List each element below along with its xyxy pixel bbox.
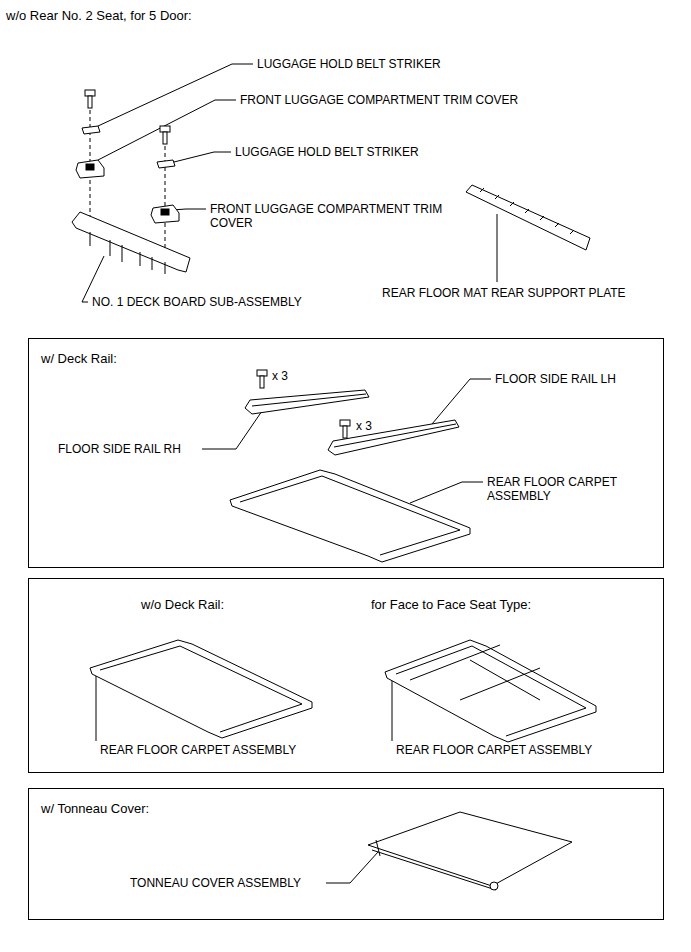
part-label: LUGGAGE HOLD BELT STRIKER	[235, 145, 419, 159]
deck-board	[72, 212, 190, 274]
trim-covers	[76, 160, 104, 178]
side-rails	[245, 390, 369, 414]
leader-lines	[96, 675, 97, 741]
deck-board	[72, 212, 190, 272]
leader-lines	[326, 852, 378, 883]
part-label: FLOOR SIDE RAIL RH	[58, 442, 181, 456]
carpets	[460, 668, 540, 700]
leader-lines	[82, 64, 497, 883]
trim-covers	[161, 209, 169, 215]
deck-board	[110, 240, 111, 256]
side-rails	[245, 390, 459, 455]
deck-board	[122, 245, 123, 262]
support-plate	[555, 223, 559, 227]
leader-lines	[202, 411, 262, 449]
support-plate	[510, 202, 514, 206]
support-plate	[540, 216, 544, 220]
carpets	[470, 660, 540, 700]
support-plate	[480, 188, 484, 192]
side-rails	[328, 420, 459, 455]
part-label: x 3	[356, 419, 372, 433]
part-label: FLOOR SIDE RAIL LH	[495, 372, 616, 386]
part-label: TONNEAU COVER ASSEMBLY	[130, 876, 301, 890]
bolts	[260, 376, 264, 388]
panel-heading: w/ Tonneau Cover:	[41, 801, 149, 816]
bolts	[85, 90, 350, 438]
part-label: NO. 1 DECK BOARD SUB-ASSEMBLY	[92, 295, 302, 309]
part-label: REAR FLOOR CARPET ASSEMBLY	[100, 743, 296, 757]
strikers	[82, 126, 100, 134]
trim-covers	[151, 205, 179, 223]
side-rails	[252, 394, 366, 406]
panel-heading: w/o Deck Rail:	[141, 597, 224, 612]
part-label: FRONT LUGGAGE COMPARTMENT TRIM COVER	[210, 202, 450, 230]
trim-covers	[86, 164, 94, 170]
trim-covers	[76, 160, 179, 223]
leader-lines	[174, 152, 231, 162]
carpets	[396, 646, 586, 736]
part-label: LUGGAGE HOLD BELT STRIKER	[257, 57, 441, 71]
tonneau-cover	[490, 882, 498, 890]
page-title: w/o Rear No. 2 Seat, for 5 Door:	[6, 8, 192, 23]
bolts	[340, 420, 350, 426]
carpets	[90, 470, 596, 742]
tonneau-cover	[376, 840, 380, 856]
bolts	[85, 90, 95, 96]
carpets	[240, 476, 460, 555]
carpets	[100, 646, 302, 732]
panel-heading: w/ Deck Rail:	[41, 351, 117, 366]
carpets	[385, 640, 596, 742]
support-plate	[466, 185, 590, 250]
tonneau-cover	[368, 812, 572, 886]
deck-board	[140, 252, 141, 266]
tonneau-cover	[372, 850, 496, 890]
carpets	[230, 470, 470, 562]
deck-board	[90, 232, 91, 246]
tonneau-cover	[368, 812, 572, 890]
bolts	[88, 96, 92, 108]
carpets	[90, 640, 312, 738]
leader-lines	[410, 482, 483, 503]
variant-panel: w/ Tonneau Cover:	[28, 788, 664, 920]
leader-lines	[432, 379, 491, 424]
leader-lines	[497, 214, 498, 282]
support-plate	[525, 209, 529, 213]
bolts	[343, 426, 347, 438]
deck-board	[165, 262, 166, 274]
bolts	[163, 132, 167, 144]
part-label: REAR FLOOR MAT REAR SUPPORT PLATE	[382, 286, 626, 300]
part-label: x 3	[272, 369, 288, 383]
leader-lines	[98, 64, 253, 126]
part-label: REAR FLOOR CARPET ASSEMBLY	[396, 743, 592, 757]
panel-heading: for Face to Face Seat Type:	[371, 597, 531, 612]
support-plate	[570, 230, 574, 234]
support-plate	[495, 195, 499, 199]
bolts	[160, 126, 170, 132]
deck-board	[152, 257, 153, 270]
support-plate	[466, 185, 590, 250]
leader-lines	[98, 100, 236, 160]
leader-lines	[392, 678, 393, 741]
side-rails	[334, 424, 456, 447]
strikers	[157, 160, 175, 168]
part-label: REAR FLOOR CARPET ASSEMBLY	[487, 475, 637, 503]
part-label: FRONT LUGGAGE COMPARTMENT TRIM COVER	[240, 93, 518, 107]
bolts	[257, 370, 267, 376]
carpets	[410, 645, 500, 680]
